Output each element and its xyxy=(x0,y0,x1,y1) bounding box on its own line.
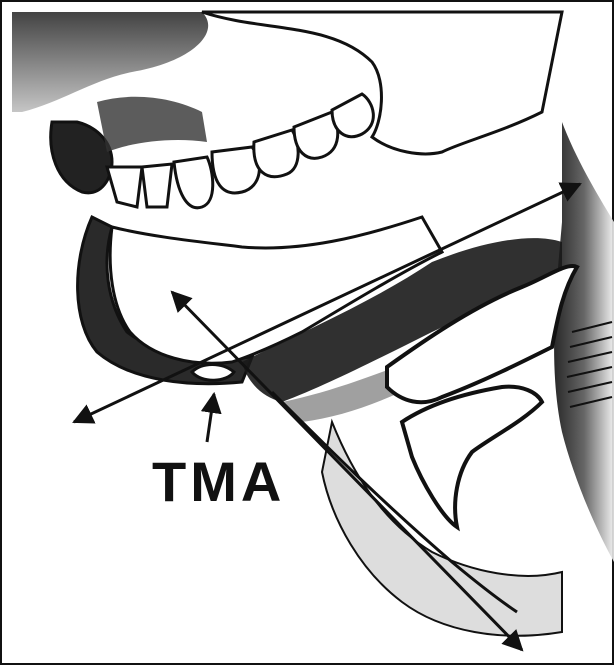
upper-lip xyxy=(51,122,112,193)
upper-face-shading xyxy=(12,12,208,112)
tma-label: TMA xyxy=(152,454,285,510)
tma-pointer-arrow xyxy=(207,394,214,442)
skull-outline xyxy=(202,12,562,154)
spine-shading xyxy=(554,122,614,562)
